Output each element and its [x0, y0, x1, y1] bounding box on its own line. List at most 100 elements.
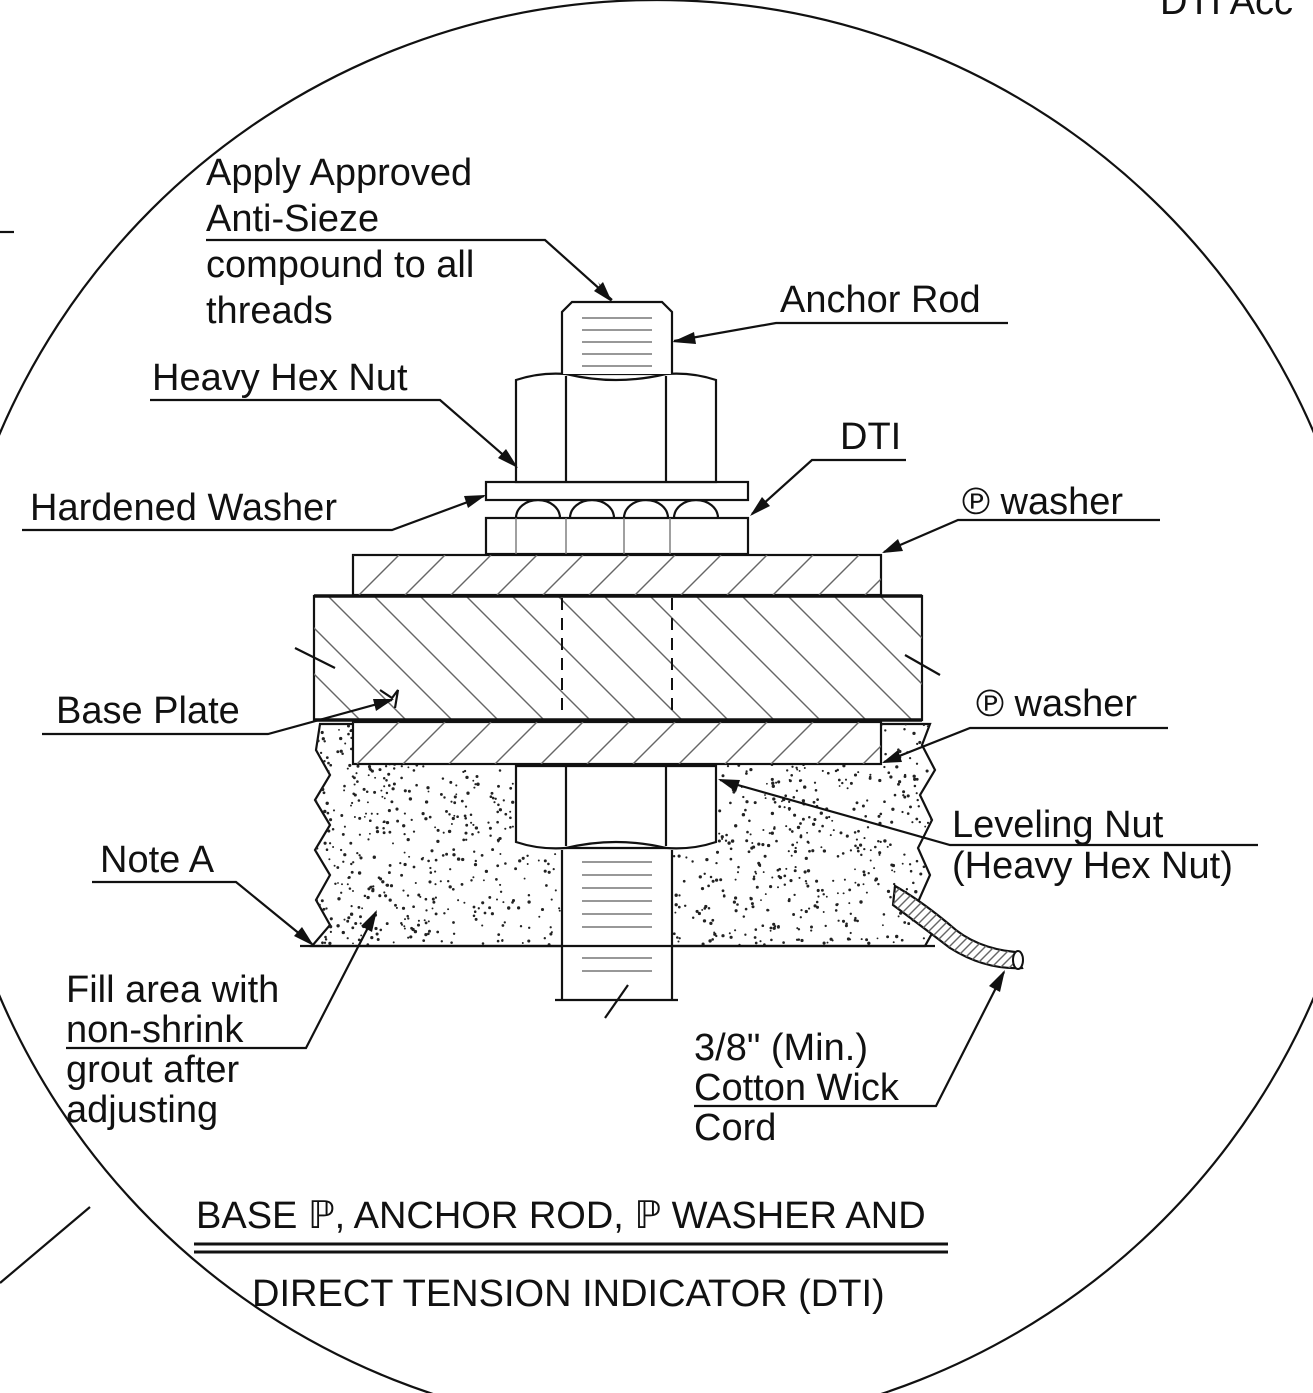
grout-dot	[742, 795, 745, 799]
title-line-2: DIRECT TENSION INDICATOR (DTI)	[252, 1273, 885, 1315]
grout-dot	[376, 938, 380, 941]
grout-dot	[775, 781, 778, 784]
grout-dot	[353, 816, 356, 818]
grout-dot	[796, 841, 799, 844]
grout-dot	[932, 793, 935, 797]
grout-dot	[848, 888, 852, 892]
grout-dot	[526, 854, 529, 857]
hatch-line	[542, 555, 584, 595]
grout-dot	[319, 777, 322, 780]
grout-dot	[841, 919, 846, 923]
grout-dot	[820, 888, 824, 892]
grout-dot	[766, 908, 769, 912]
grout-dot	[863, 837, 866, 840]
grout-dot	[674, 893, 678, 897]
grout-dot	[762, 871, 765, 874]
grout-dot	[403, 925, 406, 928]
grout-dot	[349, 912, 354, 916]
grout-dot	[381, 795, 384, 798]
hatch-line	[1056, 880, 1151, 975]
grout-dot	[428, 815, 432, 819]
grout-dot	[934, 850, 935, 855]
hatch-line	[1074, 880, 1169, 975]
callout-base-plate: Base Plate	[42, 689, 400, 736]
grout-dot	[808, 907, 811, 910]
grout-dot	[782, 941, 785, 944]
grout-dot	[784, 794, 788, 798]
grout-dot	[744, 808, 747, 812]
grout-dot	[341, 883, 343, 886]
grout-dot	[451, 887, 455, 891]
grout-dot	[374, 926, 378, 931]
grout-dot	[322, 791, 326, 795]
grout-dot	[726, 765, 730, 768]
hatch-line	[353, 555, 354, 556]
grout-dot	[462, 770, 465, 774]
hatch-line	[974, 886, 1022, 969]
grout-dot	[903, 727, 906, 731]
grout-dot	[890, 863, 894, 867]
grout-dot	[366, 895, 370, 900]
grout-dot	[453, 801, 457, 805]
grout-dot	[399, 862, 402, 865]
grout-dot	[517, 906, 521, 910]
grout-dot	[452, 848, 456, 851]
hatch-line	[678, 722, 722, 764]
grout-dot	[721, 774, 725, 778]
grout-dot	[334, 882, 337, 886]
grout-dot	[915, 762, 919, 765]
grout-dot	[496, 810, 499, 814]
grout-dot	[849, 938, 852, 941]
grout-dot	[794, 846, 797, 850]
grout-dot	[375, 826, 379, 830]
grout-dot	[898, 749, 902, 754]
grout-dot	[791, 765, 794, 768]
grout-dot	[884, 752, 887, 756]
grout-dot	[799, 916, 802, 919]
grout-dot	[504, 862, 507, 865]
grout-dot	[350, 905, 353, 908]
grout-dot	[501, 939, 504, 942]
grout-dot	[841, 781, 844, 785]
grout-dot	[854, 881, 857, 884]
grout-dot	[895, 765, 899, 769]
grout-dot	[477, 907, 480, 910]
grout-dot	[852, 807, 856, 811]
grout-dot	[463, 901, 466, 904]
grout-dot	[790, 773, 794, 777]
grout-dot	[346, 883, 349, 886]
grout-dot	[853, 773, 858, 777]
grout-dot	[752, 877, 756, 881]
grout-dot	[915, 777, 919, 781]
grout-dot	[443, 796, 446, 799]
grout-dot	[328, 925, 333, 929]
grout-dot	[351, 775, 355, 778]
grout-dot	[336, 750, 340, 754]
grout-dot	[915, 817, 919, 821]
grout-dot	[869, 859, 872, 862]
grout-dot	[822, 849, 827, 853]
grout-dot	[751, 905, 755, 909]
grout-dot	[760, 899, 762, 902]
grout-dot	[904, 724, 907, 726]
grout-dot	[926, 725, 929, 728]
svg-text:Note A: Note A	[100, 839, 215, 881]
grout-dot	[912, 881, 915, 885]
grout-dot	[477, 831, 480, 834]
grout-dot	[424, 897, 428, 901]
grout-dot	[734, 824, 738, 828]
grout-dot	[465, 823, 469, 827]
grout-dot	[862, 883, 865, 886]
hatch-line	[1010, 886, 1022, 969]
grout-dot	[732, 900, 736, 904]
grout-dot	[312, 767, 316, 771]
grout-dot	[903, 853, 906, 856]
grout-dot	[837, 778, 841, 782]
grout-dot	[821, 769, 824, 772]
grout-dot	[892, 941, 895, 944]
grout-dot	[860, 938, 863, 941]
hatch-line	[695, 596, 821, 720]
grout-dot	[350, 804, 352, 807]
grout-dot	[424, 921, 428, 925]
grout-dot	[452, 921, 455, 924]
